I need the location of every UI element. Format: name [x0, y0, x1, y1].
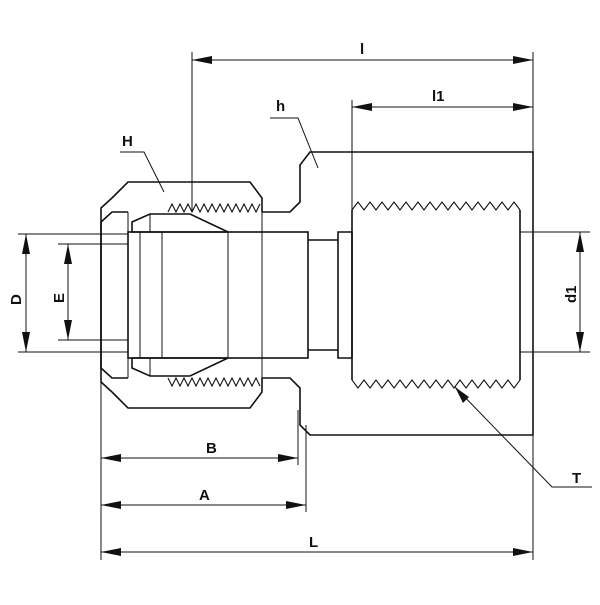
fitting-outline [100, 151, 534, 436]
front-ferrule-top [131, 213, 229, 233]
bore-shoulder [337, 231, 353, 359]
dim-D-arrow-bottom [22, 332, 30, 352]
label-l: l [360, 41, 364, 58]
dim-L-arrow-right [513, 548, 533, 556]
label-d1: d1 [563, 285, 580, 303]
dim-l-arrow-left [192, 56, 212, 64]
body-outline-bottom [262, 377, 534, 436]
tube-bore [127, 231, 309, 359]
label-h: h [276, 98, 285, 115]
label-B: B [206, 440, 217, 457]
body-outline-top [262, 151, 534, 213]
label-L: L [309, 534, 318, 551]
nut-left-top [100, 197, 113, 222]
dim-l-arrow-right [513, 56, 533, 64]
leader-T-arrow [455, 387, 469, 403]
dim-D-arrow-top [22, 234, 30, 254]
leader-T [454, 386, 592, 488]
leader-h [270, 117, 319, 169]
label-D: D [8, 294, 25, 305]
female-thread-top [351, 201, 521, 211]
dimensions [18, 52, 592, 560]
label-A: A [199, 487, 210, 504]
nut-outline-top [100, 211, 128, 379]
dim-L-arrow-left [101, 548, 121, 556]
label-H: H [122, 133, 133, 150]
dim-l1-arrow-left [352, 103, 372, 111]
dim-d1-arrow-bottom [576, 332, 584, 352]
male-thread-top [167, 202, 261, 214]
male-threads [167, 202, 261, 388]
label-E: E [51, 293, 68, 303]
nut-bottom [111, 378, 263, 409]
label-l1: l1 [432, 88, 445, 105]
nut-top [111, 181, 263, 212]
labels: l l1 h H B A L T D E d1 [8, 41, 581, 551]
dim-l1-arrow-right [513, 103, 533, 111]
dim-E-arrow-bottom [64, 320, 72, 340]
label-T: T [572, 470, 581, 487]
dim-d1-arrow-top [576, 232, 584, 252]
dim-B-arrow-right [278, 454, 298, 462]
front-ferrule-bottom [131, 357, 229, 377]
dim-A-arrow-right [286, 501, 306, 509]
female-threads [351, 201, 521, 389]
dim-A-arrow-left [101, 501, 121, 509]
dim-B-arrow-left [101, 454, 121, 462]
male-thread-bottom [167, 376, 261, 388]
nut-left-bottom [100, 368, 113, 393]
female-thread-bottom [351, 379, 521, 389]
leader-H [120, 151, 165, 193]
dim-E-arrow-top [64, 244, 72, 264]
